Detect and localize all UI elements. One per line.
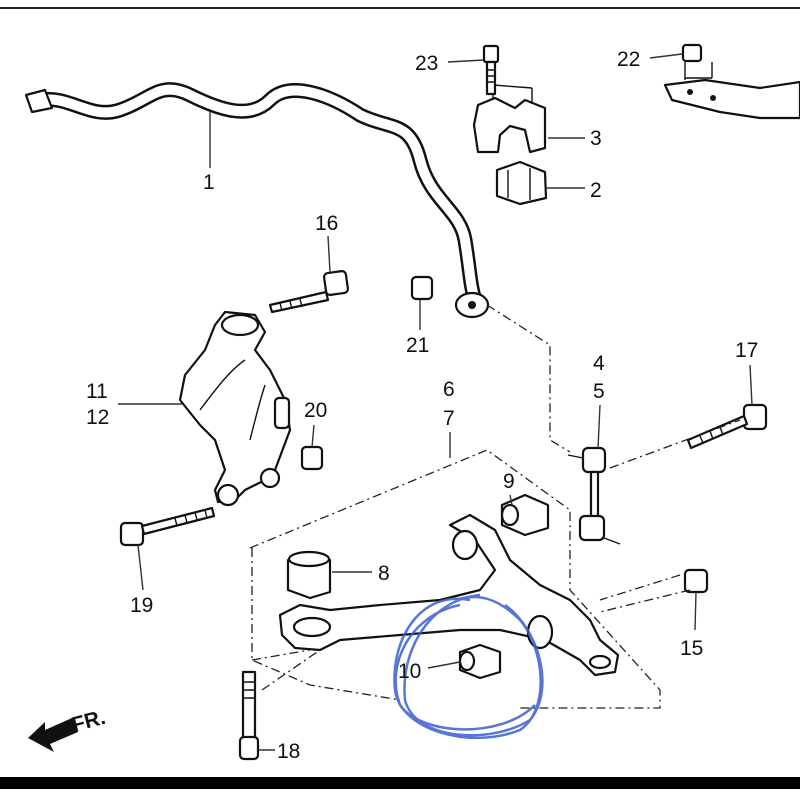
callout-9: 9 bbox=[503, 470, 515, 493]
callout-20: 20 bbox=[304, 399, 327, 422]
top-border bbox=[0, 7, 800, 9]
nut-20 bbox=[300, 445, 324, 471]
stabilizer-holder bbox=[472, 84, 547, 154]
bolt-17 bbox=[686, 403, 768, 450]
callout-16: 16 bbox=[315, 212, 338, 235]
lower-arm bbox=[278, 513, 620, 677]
stabilizer-link bbox=[567, 446, 621, 545]
callout-11: 11 bbox=[86, 380, 108, 403]
leader-lines bbox=[118, 53, 753, 751]
callout-8: 8 bbox=[378, 562, 390, 585]
compliance-bushing-9 bbox=[500, 493, 550, 537]
callout-6: 6 bbox=[443, 378, 455, 401]
bushing-8 bbox=[286, 550, 332, 600]
callout-18: 18 bbox=[277, 740, 300, 763]
callout-7: 7 bbox=[443, 407, 455, 430]
callout-1: 1 bbox=[203, 171, 215, 194]
callout-10: 10 bbox=[398, 660, 421, 683]
damper-fork bbox=[178, 310, 292, 507]
callout-labels: 23 22 3 2 1 16 21 4 5 17 11 12 20 6 7 9 … bbox=[86, 48, 758, 763]
bolt-19 bbox=[119, 506, 216, 547]
stabilizer-bushing bbox=[495, 160, 548, 206]
callout-19: 19 bbox=[130, 594, 153, 617]
highlight-circle bbox=[393, 593, 544, 739]
callout-3: 3 bbox=[590, 127, 602, 150]
bolt-23 bbox=[482, 44, 500, 96]
callout-5: 5 bbox=[593, 380, 605, 403]
bottom-border bbox=[0, 777, 800, 789]
callout-4: 4 bbox=[593, 352, 605, 375]
assembly-outline bbox=[249, 304, 741, 709]
bushing-10 bbox=[458, 643, 502, 680]
front-direction-arrow: FR. bbox=[28, 706, 108, 752]
nut-21 bbox=[410, 275, 434, 301]
bolt-16 bbox=[268, 269, 350, 314]
callout-2: 2 bbox=[590, 179, 602, 202]
nut-15 bbox=[683, 568, 709, 594]
bolt-18 bbox=[238, 670, 260, 761]
nut-22-bracket bbox=[663, 43, 800, 120]
callout-12: 12 bbox=[86, 406, 109, 429]
stabilizer-bar bbox=[24, 82, 490, 319]
callout-22: 22 bbox=[617, 48, 640, 71]
callout-21: 21 bbox=[406, 334, 429, 357]
front-label: FR. bbox=[69, 706, 108, 737]
callout-17: 17 bbox=[735, 339, 758, 362]
callout-23: 23 bbox=[415, 52, 438, 75]
callout-15: 15 bbox=[680, 637, 703, 660]
